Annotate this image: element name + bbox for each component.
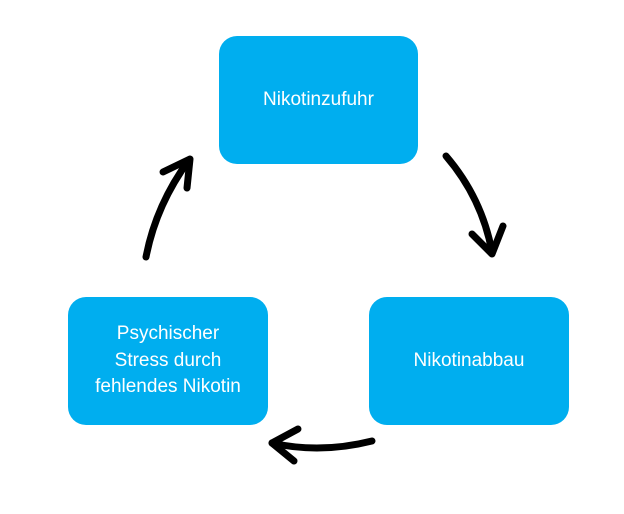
node-label: Nikotinzufuhr: [263, 88, 374, 110]
node-label: Psychischer Stress durch fehlendes Nikot…: [95, 323, 241, 398]
arrow-top-to-right: [442, 152, 496, 256]
node-nikotinabbau: Nikotinabbau: [369, 297, 569, 425]
arrow-right-to-left: [268, 437, 376, 452]
node-label: Nikotinabbau: [413, 349, 525, 371]
arrow-top-to-right-head: [468, 222, 507, 258]
arrow-left-to-top-head: [159, 155, 194, 192]
arrow-left-to-top: [142, 156, 193, 261]
node-psychischer-stress: Psychischer Stress durch fehlendes Nikot…: [68, 297, 268, 425]
arrow-right-to-left-head: [268, 425, 302, 465]
node-nikotinzufuhr: Nikotinzufuhr: [219, 36, 418, 164]
